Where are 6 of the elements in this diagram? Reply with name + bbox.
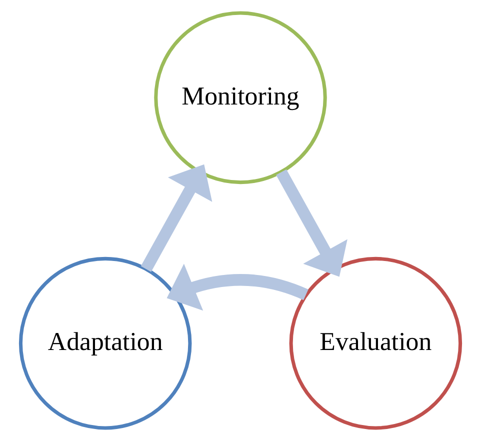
arrow: [276, 169, 348, 277]
node-circle: Adaptation: [18, 256, 192, 430]
arrow: [166, 264, 308, 311]
arrow: [140, 164, 212, 272]
node-circle: Evaluation: [289, 256, 462, 430]
node-circle: Monitoring: [154, 11, 327, 184]
